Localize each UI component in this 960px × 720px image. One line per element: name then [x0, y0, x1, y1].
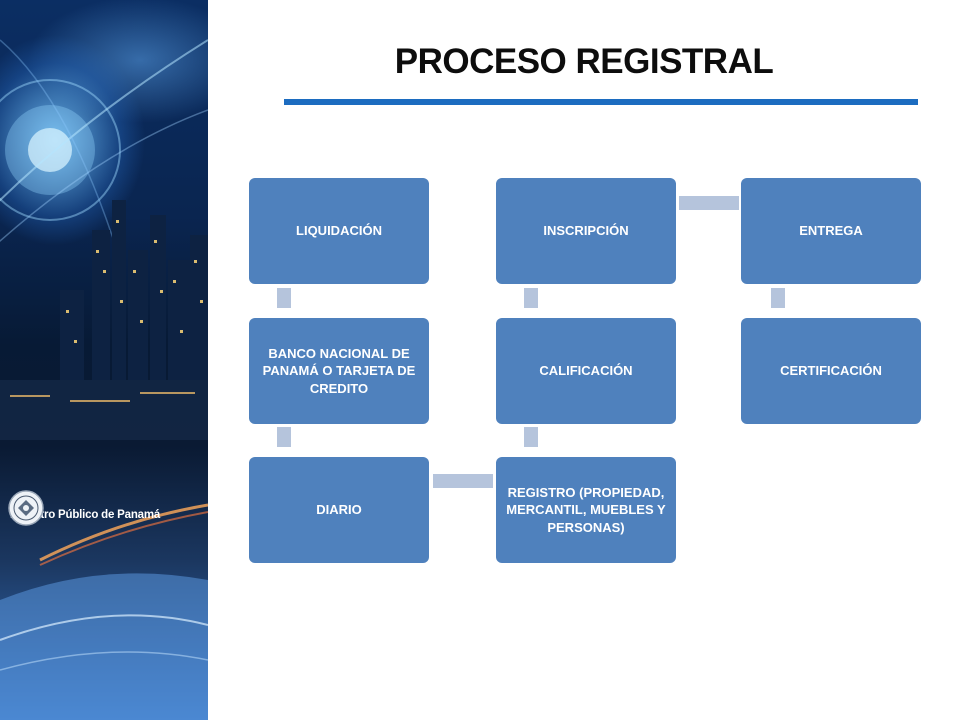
- step-inscripcion: INSCRIPCIÓN: [496, 178, 676, 284]
- side-banner: Registro Público de Panamá: [0, 0, 208, 720]
- connector-liquidacion-banco: [277, 288, 291, 308]
- step-banco-nacional: BANCO NACIONAL DE PANAMÁ O TARJETA DE CR…: [249, 318, 429, 424]
- page-title: PROCESO REGISTRAL: [394, 42, 774, 81]
- brand-name: Registro Público de Panamá: [10, 509, 161, 521]
- registry-seal-icon: [8, 490, 44, 526]
- connector-registro-calificacion: [524, 427, 538, 447]
- connector-entrega-certificacion: [771, 288, 785, 308]
- brand-lockup: Registro Público de Panamá: [8, 486, 208, 538]
- step-diario: DIARIO: [249, 457, 429, 563]
- step-calificacion: CALIFICACIÓN: [496, 318, 676, 424]
- banner-artwork: [0, 39, 208, 720]
- step-liquidacion: LIQUIDACIÓN: [249, 178, 429, 284]
- step-entrega: ENTREGA: [741, 178, 921, 284]
- connector-inscripcion-entrega: [679, 196, 739, 210]
- title-underline: [284, 99, 918, 105]
- connector-banco-diario: [277, 427, 291, 447]
- connector-calificacion-inscripcion: [524, 288, 538, 308]
- connector-diario-registro: [433, 474, 493, 488]
- step-registro: REGISTRO (PROPIEDAD, MERCANTIL, MUEBLES …: [496, 457, 676, 563]
- step-certificacion: CERTIFICACIÓN: [741, 318, 921, 424]
